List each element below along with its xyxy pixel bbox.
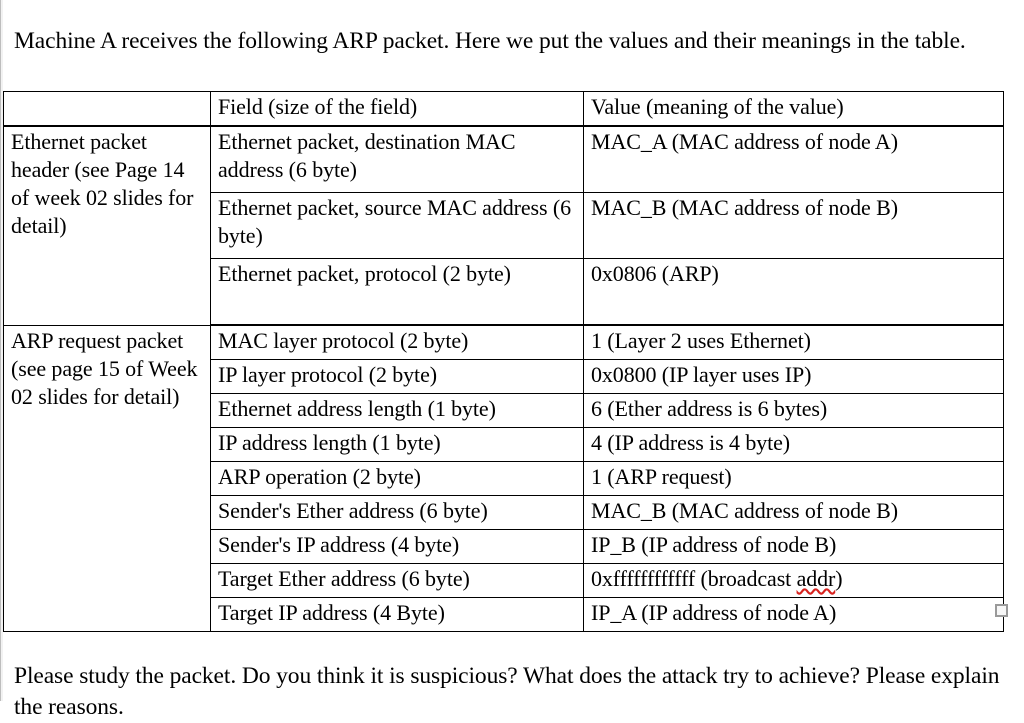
intro-paragraph: Machine A receives the following ARP pac… [14,27,966,54]
field-cell: Ethernet address length (1 byte) [210,393,584,428]
field-cell: IP layer protocol (2 byte) [210,359,584,394]
value-cell-broadcast: 0xffffffffffff (broadcast addr) [583,563,1004,598]
value-cell: 0x0800 (IP layer uses IP) [583,359,1004,394]
header-category-cell [3,91,211,127]
field-cell: MAC layer protocol (2 byte) [210,324,584,360]
field-cell: Sender's IP address (4 byte) [210,529,584,564]
value-cell: MAC_B (MAC address of node B) [583,495,1004,530]
table-row: Ethernet packet header (see Page 14 of w… [3,125,1004,326]
packet-table-container: Field (size of the field) Value (meaning… [3,91,1004,632]
table-row: ARP request packet (see page 15 of Week … [3,324,1004,632]
category-arp-request: ARP request packet (see page 15 of Week … [3,324,211,632]
table-row: Ethernet address length (1 byte) 6 (Ethe… [4,393,1004,428]
table-row: ARP operation (2 byte) 1 (ARP request) [4,461,1004,496]
field-cell: Target IP address (4 Byte) [210,597,584,632]
table-row: Target IP address (4 Byte) IP_A (IP addr… [4,597,1004,632]
outro-paragraph: Please study the packet. Do you think it… [14,662,1000,720]
field-cell: Sender's Ether address (6 byte) [210,495,584,530]
table-header-row: Field (size of the field) Value (meaning… [3,91,1004,127]
header-field-cell: Field (size of the field) [210,91,584,127]
value-cell: 6 (Ether address is 6 bytes) [583,393,1004,428]
table-row: Ethernet packet, protocol (2 byte) 0x080… [4,258,1004,326]
misspelled-word-addr: addr [796,566,836,591]
table-row: Sender's IP address (4 byte) IP_B (IP ad… [4,529,1004,564]
value-cell: 1 (ARP request) [583,461,1004,496]
value-cell: 4 (IP address is 4 byte) [583,427,1004,462]
table-row: Target Ether address (6 byte) 0xffffffff… [4,563,1004,598]
value-cell: MAC_B (MAC address of node B) [583,192,1004,259]
arp-packet-table: Field (size of the field) Value (meaning… [3,91,1004,632]
field-cell: Ethernet packet, destination MAC address… [210,125,584,193]
page-left-edge [0,0,3,701]
value-cell: IP_B (IP address of node B) [583,529,1004,564]
field-cell: Target Ether address (6 byte) [210,563,584,598]
field-cell: Ethernet packet, protocol (2 byte) [210,258,584,326]
broadcast-value-suffix: ) [835,566,843,591]
table-row: Sender's Ether address (6 byte) MAC_B (M… [4,495,1004,530]
field-cell: ARP operation (2 byte) [210,461,584,496]
value-cell: MAC_A (MAC address of node A) [583,125,1004,193]
field-cell: Ethernet packet, source MAC address (6 b… [210,192,584,259]
header-value-cell: Value (meaning of the value) [583,91,1004,127]
value-cell: 1 (Layer 2 uses Ethernet) [583,324,1004,360]
value-cell: IP_A (IP address of node A) [583,597,1004,632]
table-row: Ethernet packet, source MAC address (6 b… [4,192,1004,259]
broadcast-value-prefix: 0xffffffffffff (broadcast [591,566,797,591]
table-resize-handle[interactable] [995,604,1008,617]
field-cell: IP address length (1 byte) [210,427,584,462]
value-cell: 0x0806 (ARP) [583,258,1004,326]
category-ethernet-header: Ethernet packet header (see Page 14 of w… [3,125,211,326]
